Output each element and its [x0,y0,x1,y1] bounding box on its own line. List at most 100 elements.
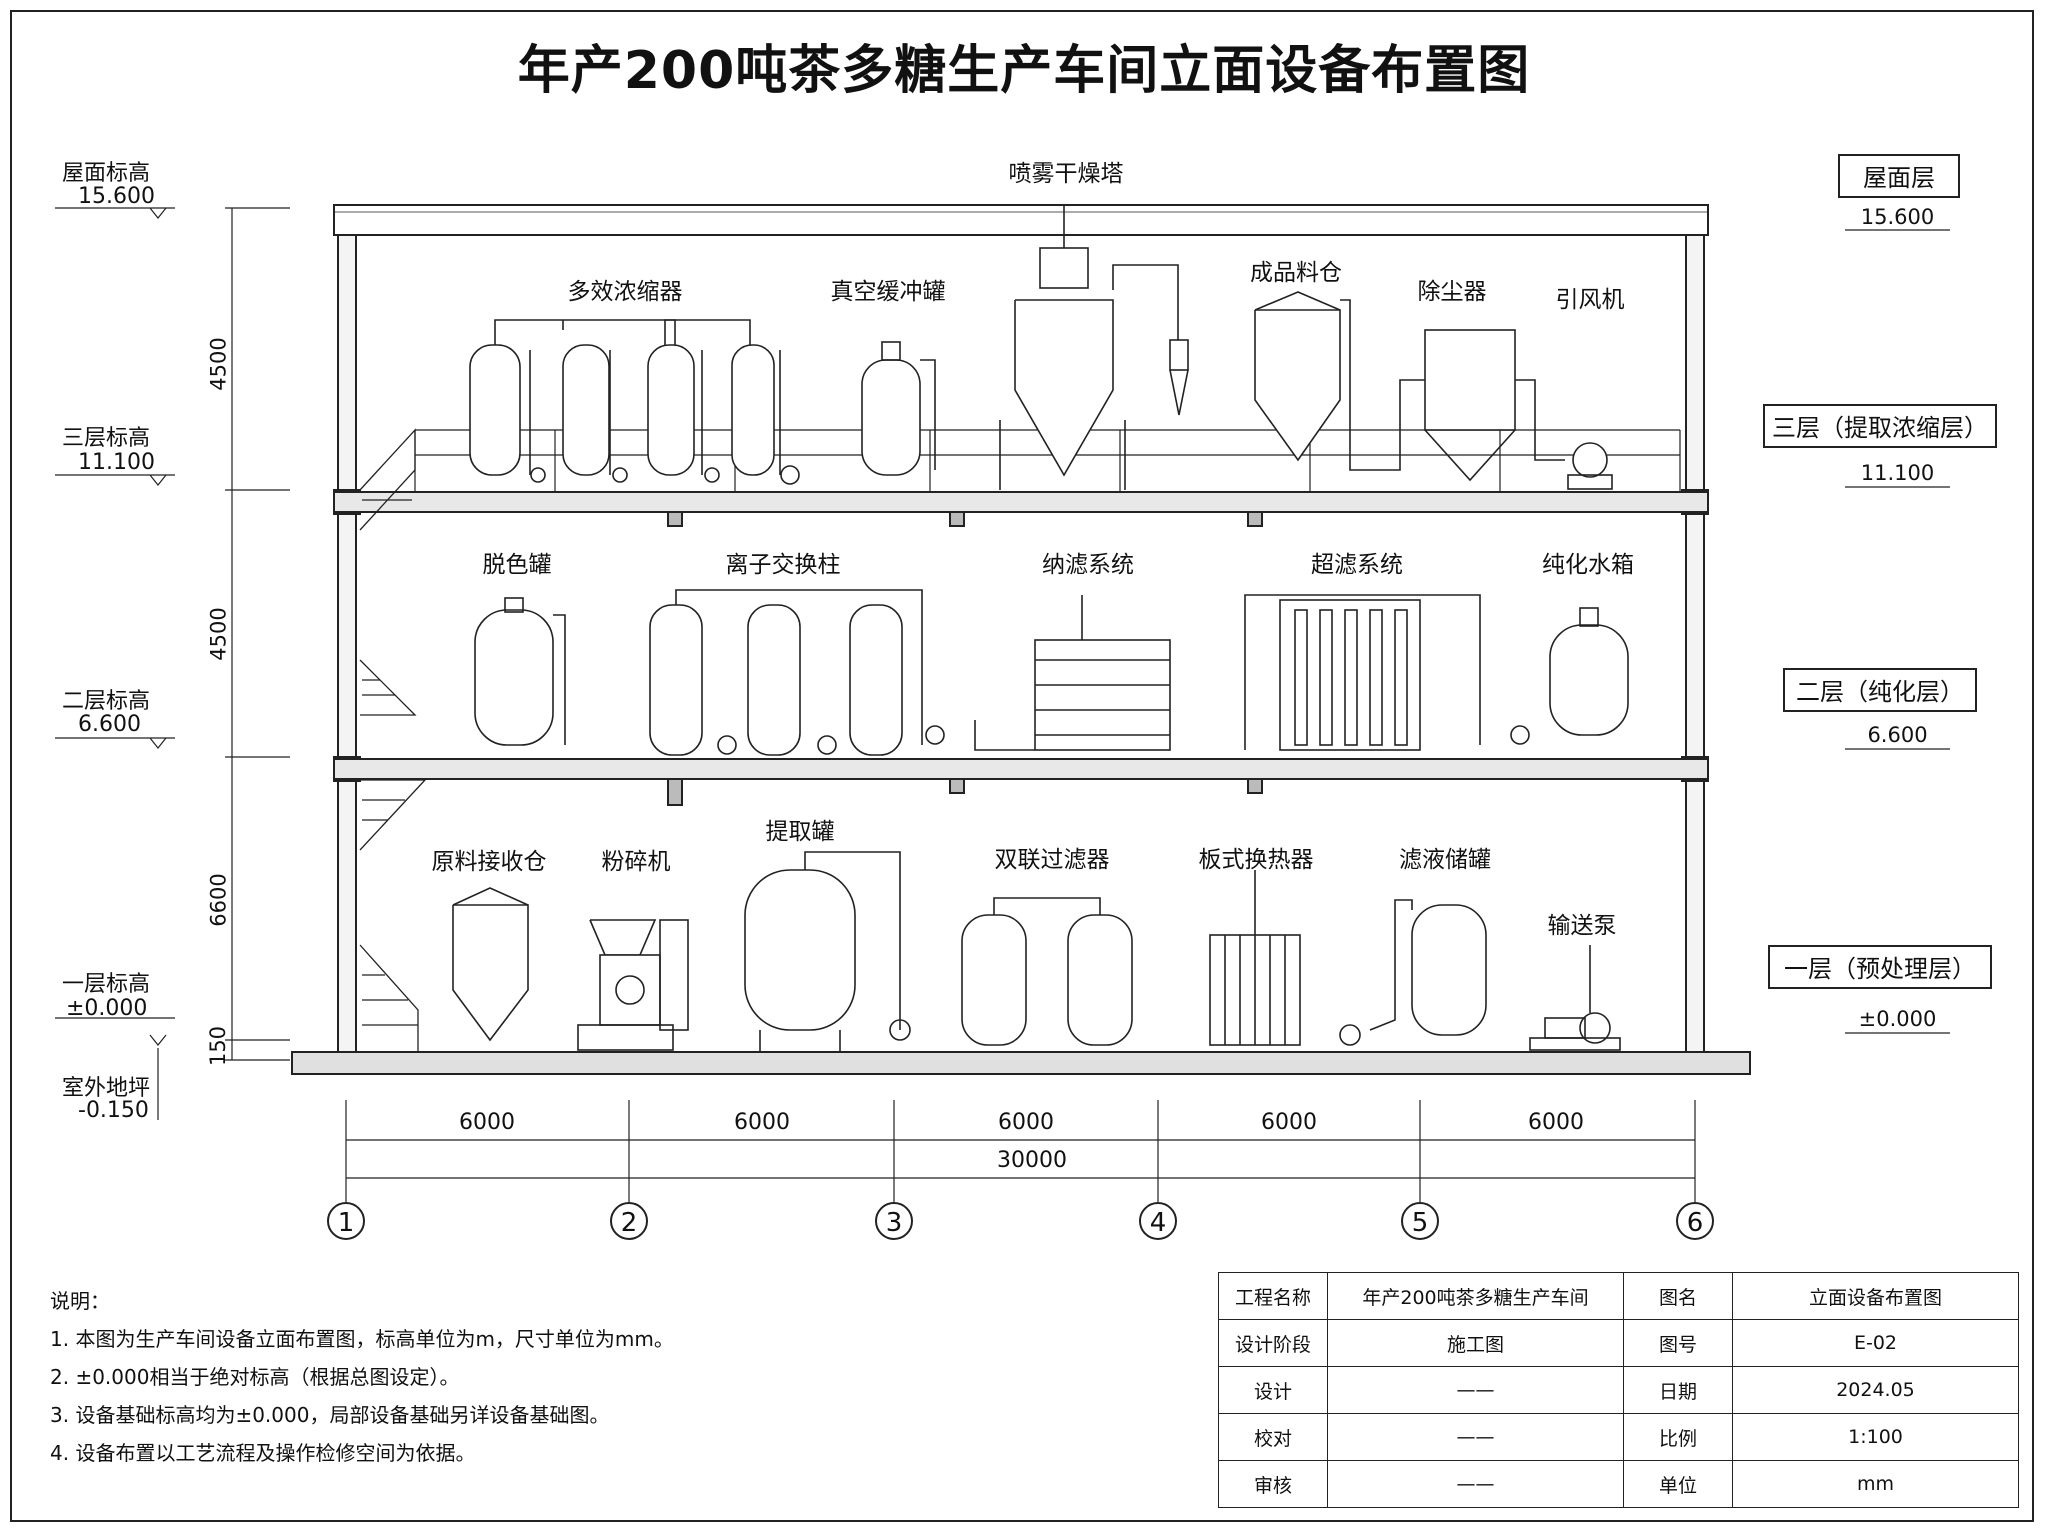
crusher [577,919,689,1051]
elev-label-floor1: 一层标高 [62,972,151,997]
floor-elev-2: 6.600 [1867,723,1928,747]
elev-value-floor1: ±0.000 [66,996,148,1021]
vertical-dimension-line [225,207,290,1061]
elev-value-roof: 15.600 [78,184,155,209]
note-item: 2. ±0.000相当于绝对标高（根据总图设定）。 [50,1365,460,1389]
note-item: 1. 本图为生产车间设备立面布置图，标高单位为m，尺寸单位为mm。 [50,1327,674,1351]
tb-key: 比例 [1623,1413,1733,1461]
tb-value: 立面设备布置图 [1732,1272,2019,1320]
tb-key: 图号 [1623,1319,1733,1367]
notes: 说明： 1. 本图为生产车间设备立面布置图，标高单位为m，尺寸单位为mm。 2.… [50,1282,674,1472]
tb-value: 年产200吨茶多糖生产车间 [1327,1272,1624,1320]
tb-value: 施工图 [1327,1319,1624,1367]
ion-exchange-columns [649,589,945,756]
label-spray-drying-tower: 喷雾干燥塔 [1008,161,1124,187]
tb-key: 单位 [1623,1460,1733,1508]
label-crusher: 粉碎机 [601,849,671,875]
raw-material-silo [452,887,529,1042]
title-block-row: 校对 —— 比例 1:100 [1218,1413,2019,1461]
label-extraction-tank: 提取罐 [765,819,835,845]
right-elevation-underlines [1845,229,1950,1034]
spray-drying-tower [999,205,1189,490]
hdim-span-1: 6000 [459,1110,515,1135]
horizontal-dimension-lines [345,1100,1696,1202]
decolorization-tank [474,597,566,746]
dust-collector [1385,329,1565,482]
label-ion-exchange-columns: 离子交换柱 [725,552,841,578]
axis-bubble-1: 1 [327,1202,365,1240]
product-silo [1254,291,1385,471]
elev-label-outdoor: 室外地坪 [62,1076,151,1101]
tb-value: —— [1327,1460,1624,1508]
floor-name-roof: 屋面层 [1838,154,1960,198]
duplex-filter [889,897,1133,1046]
elev-label-floor2: 二层标高 [62,689,151,714]
tb-value: 1:100 [1732,1413,2019,1461]
tb-value: —— [1327,1413,1624,1461]
axis-bubble-4: 4 [1139,1202,1177,1240]
elev-value-outdoor: -0.150 [78,1098,149,1123]
hdim-span-2: 6000 [734,1110,790,1135]
label-duplex-filter: 双联过滤器 [994,847,1110,873]
vdim-roof-floor3: 4500 [206,337,231,391]
ultrafiltration-system [1244,594,1481,751]
transfer-pump [1529,945,1621,1051]
tb-key: 设计阶段 [1218,1319,1328,1367]
axis-bubble-2: 2 [610,1202,648,1240]
label-transfer-pump: 输送泵 [1547,913,1617,939]
plate-heat-exchanger [1209,870,1301,1046]
floor-name-3: 三层（提取浓缩层） [1763,404,1997,448]
elev-value-floor3: 11.100 [78,450,155,475]
axis-bubble-3: 3 [875,1202,913,1240]
floor-elev-roof: 15.600 [1860,205,1935,229]
floor-elev-3: 11.100 [1860,461,1935,485]
title-block-row: 审核 —— 单位 mm [1218,1460,2019,1508]
label-product-silo: 成品料仓 [1250,260,1342,286]
label-multi-effect-evaporator: 多效浓缩器 [567,279,683,305]
label-induced-draft-fan: 引风机 [1555,287,1625,313]
floor-elev-1: ±0.000 [1858,1007,1937,1031]
label-nanofiltration: 纳滤系统 [1042,552,1134,578]
title-block-row: 工程名称 年产200吨茶多糖生产车间 图名 立面设备布置图 [1218,1272,2019,1320]
roof-slab [333,204,1709,236]
note-item: 3. 设备基础标高均为±0.000，局部设备基础另详设备基础图。 [50,1403,610,1427]
hdim-span-5: 6000 [1528,1110,1584,1135]
axis-bubble-6: 6 [1676,1202,1714,1240]
note-item: 4. 设备布置以工艺流程及操作检修空间为依据。 [50,1441,476,1465]
floor-name-1: 一层（预处理层） [1768,945,1992,989]
elev-value-floor2: 6.600 [78,712,141,737]
purified-water-tank [1510,607,1629,745]
label-raw-material-silo: 原料接收仓 [431,849,547,875]
label-purified-water-tank: 纯化水箱 [1542,552,1634,578]
title-block-row: 设计 —— 日期 2024.05 [1218,1366,2019,1414]
vacuum-buffer-tank [861,341,936,476]
label-vacuum-buffer-tank: 真空缓冲罐 [830,279,946,305]
tb-value: mm [1732,1460,2019,1508]
floor-slabs [291,491,1751,1075]
label-plate-heat-exchanger: 板式换热器 [1198,847,1314,873]
axis-bubble-5: 5 [1401,1202,1439,1240]
title-block: 工程名称 年产200吨茶多糖生产车间 图名 立面设备布置图 设计阶段 施工图 图… [1218,1272,2019,1508]
title-block-row: 设计阶段 施工图 图号 E-02 [1218,1319,2019,1367]
tb-key: 工程名称 [1218,1272,1328,1320]
tb-key: 校对 [1218,1413,1328,1461]
stairs [359,428,427,1053]
tb-key: 图名 [1623,1272,1733,1320]
label-decolorization-tank: 脱色罐 [482,552,552,578]
hdim-total: 30000 [997,1148,1067,1173]
vdim-plinth: 150 [206,1025,231,1067]
tb-value: E-02 [1732,1319,2019,1367]
label-ultrafiltration: 超滤系统 [1311,552,1403,578]
tb-key: 审核 [1218,1460,1328,1508]
elevation-leaders [55,207,175,1120]
nanofiltration-system [974,595,1171,751]
extraction-tank [744,851,901,1052]
induced-draft-fan [1567,442,1613,490]
tb-value: 2024.05 [1732,1366,2019,1414]
hdim-span-3: 6000 [998,1110,1054,1135]
notes-heading: 说明： [50,1289,110,1313]
tb-value: —— [1327,1366,1624,1414]
label-filtrate-storage-tank: 滤液储罐 [1399,847,1491,873]
label-dust-collector: 除尘器 [1417,279,1487,305]
